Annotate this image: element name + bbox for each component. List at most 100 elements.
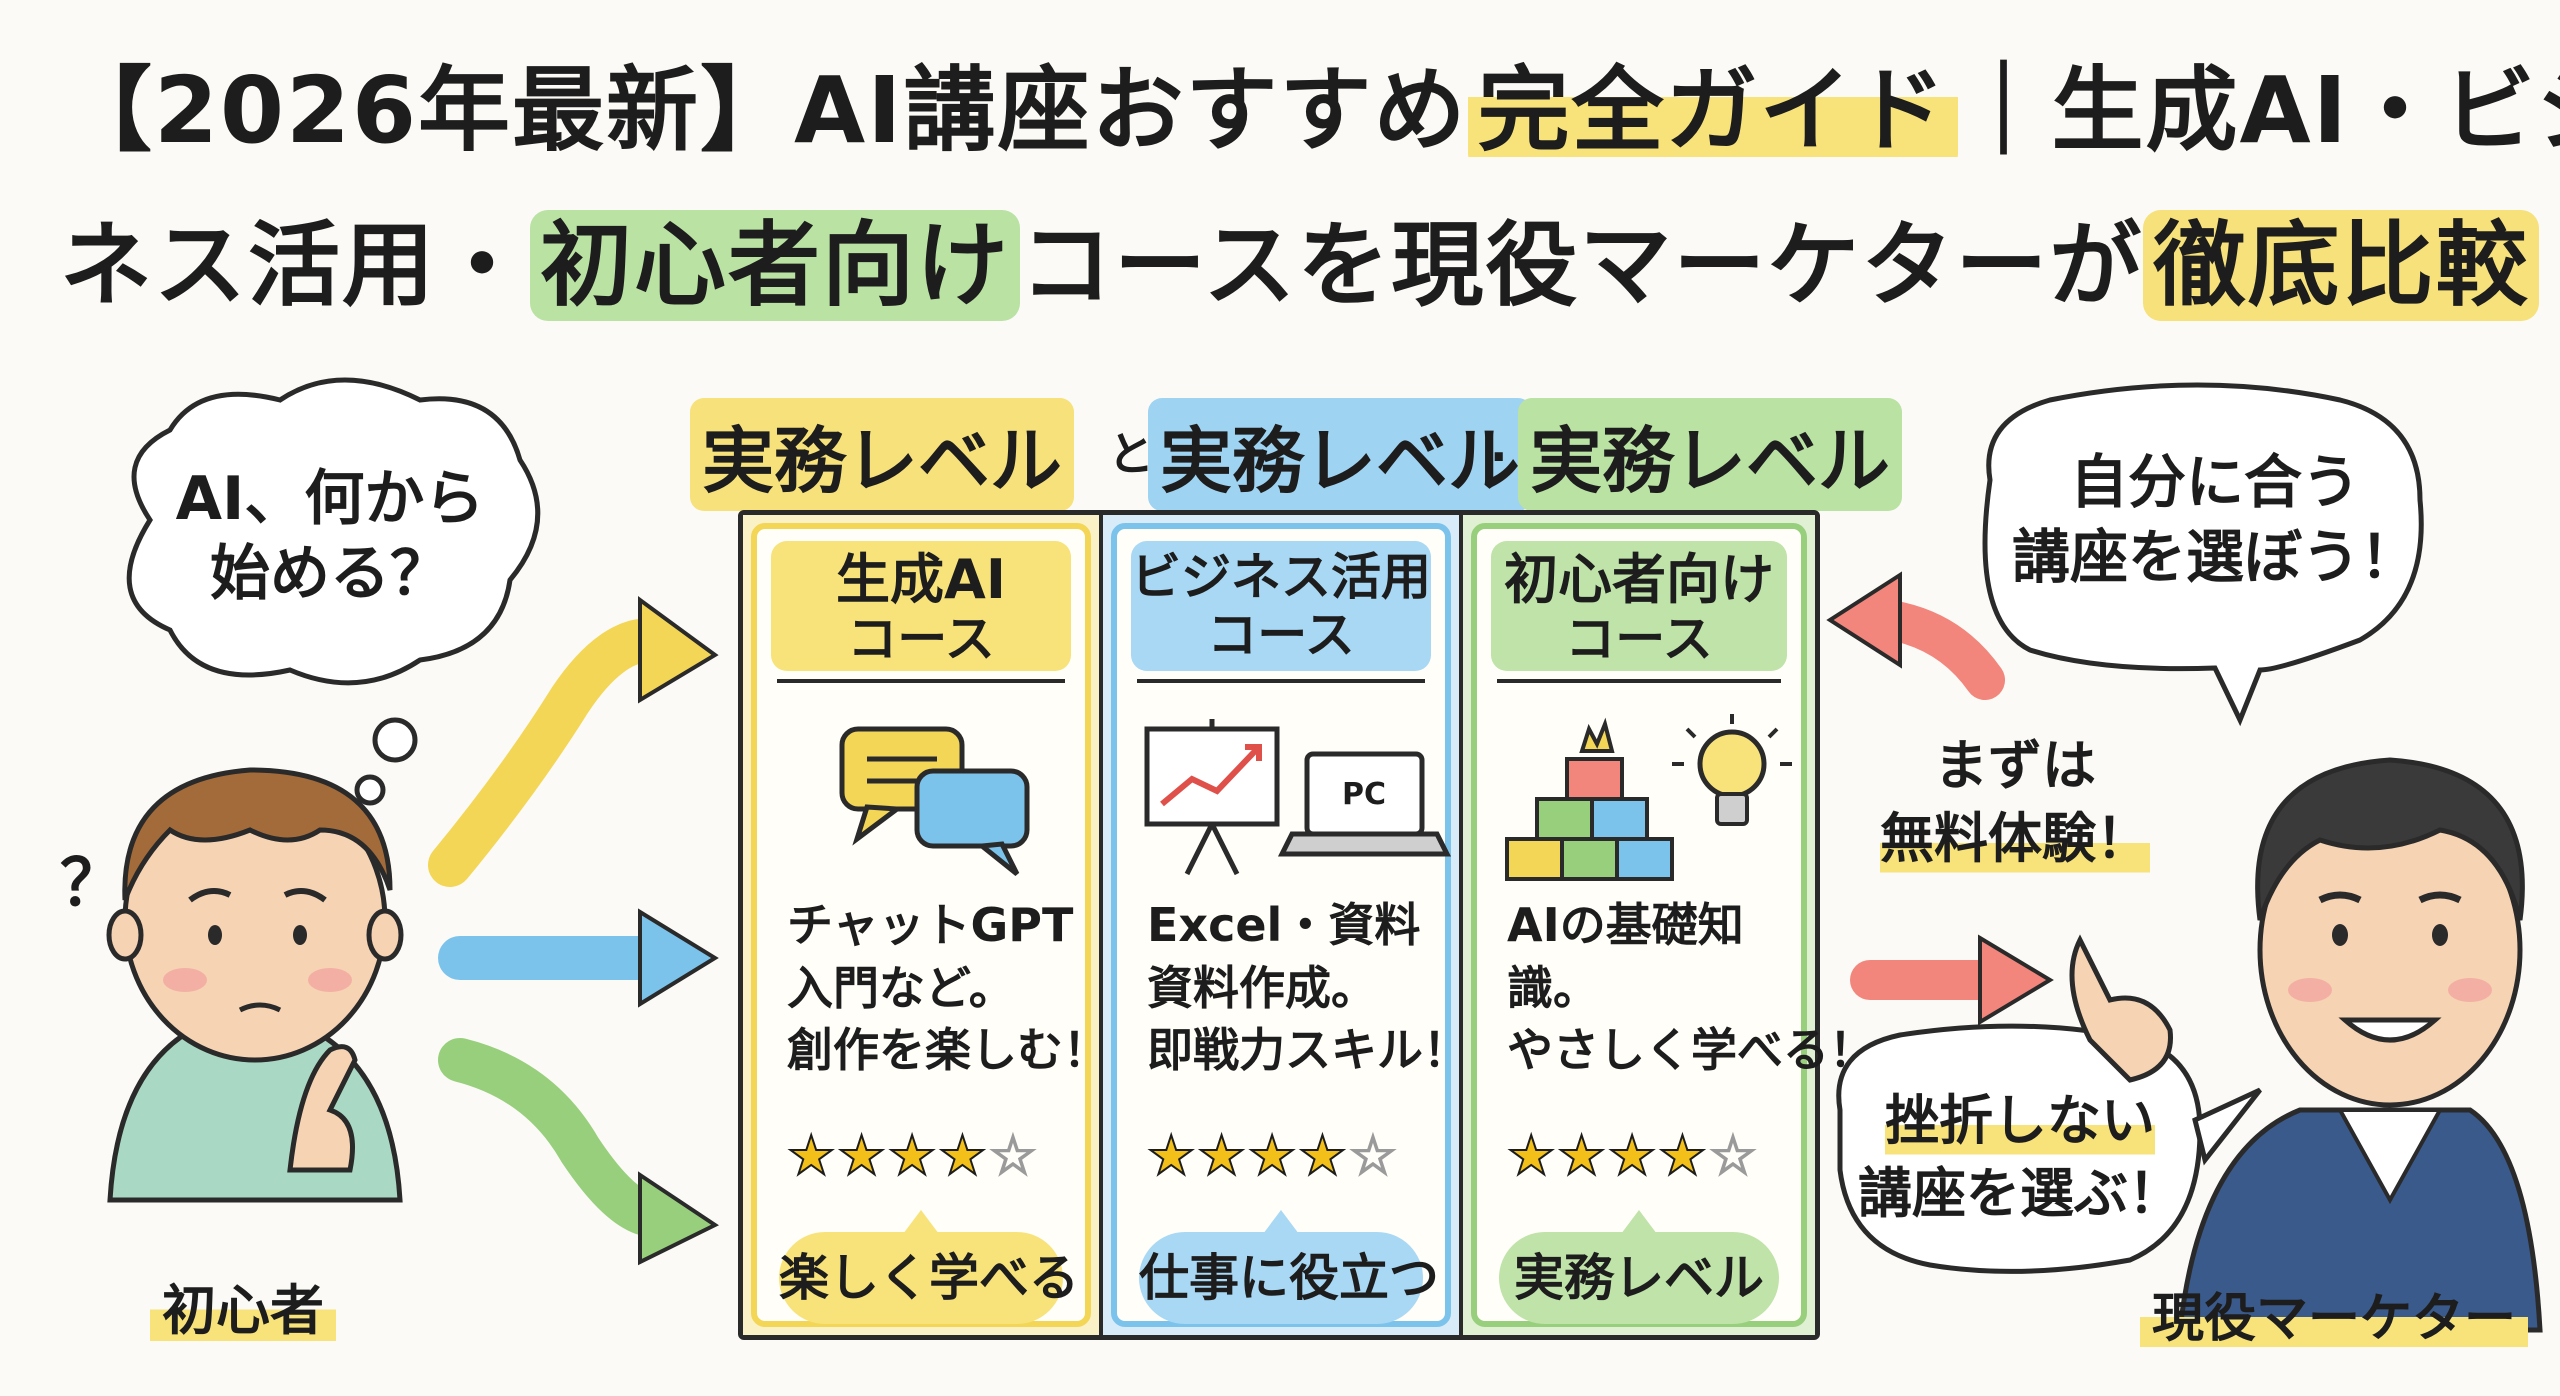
- course-heading-line-1: 初心者向け: [1504, 548, 1774, 611]
- beginner-thought-bubble: [126, 377, 541, 806]
- course-description-line-2: 資料作成。: [1147, 960, 1377, 1015]
- star-filled-icon: ★: [887, 1123, 939, 1188]
- course-description-line-3: やさしく学べる！: [1507, 1023, 1875, 1078]
- star-filled-icon: ★: [786, 1123, 838, 1188]
- course-card-divider: [1137, 679, 1425, 683]
- course-card-frame: 生成AI コース チャットGPT 入門など。 創作を楽しむ！: [751, 523, 1109, 1327]
- course-heading-line-2: コース: [1207, 605, 1355, 664]
- marketer-bubble-2-line-2: 講座を選ぶ！: [1858, 1161, 2182, 1225]
- course-description-line-2: 入門など。: [787, 960, 1015, 1015]
- marketer-bubble-text: 自分に合う 講座を選ぼう！: [2010, 445, 2420, 596]
- star-empty-icon: ☆: [988, 1123, 1040, 1188]
- course-rating: ★★★★☆: [786, 1123, 1075, 1188]
- arrow-to-business: [438, 908, 719, 1008]
- course-description-line-3: 即戦力スキル！: [1147, 1023, 1469, 1078]
- question-mark-icon: ？: [60, 847, 124, 921]
- marketer-bubble-line-1: 自分に合う: [2069, 448, 2360, 516]
- course-description: Excel・資料 資料作成。 即戦力スキル！: [1147, 894, 1469, 1082]
- star-empty-icon: ☆: [1708, 1123, 1760, 1188]
- title-text-1a: 【2026年最新】AI講座おすすめ: [60, 57, 1468, 164]
- course-description-line-3: 創作を楽しむ！: [787, 1023, 1109, 1078]
- course-card-divider: [1497, 679, 1781, 683]
- course-badge-label: 仕事に役立つ: [1139, 1249, 1439, 1307]
- arrow-to-beginner-course: [438, 1038, 719, 1266]
- course-card-business: ビジネス活用 コース PC Excel・資料 資料: [1103, 515, 1469, 1335]
- course-description-line-1: Excel・資料: [1147, 898, 1421, 952]
- star-filled-icon: ★: [1657, 1123, 1709, 1188]
- course-card-frame: 初心者向け コース: [1471, 523, 1875, 1327]
- subheading-conjunction-2: .: [1490, 418, 1508, 472]
- course-description: AIの基礎知 識。 やさしく学べる！: [1507, 894, 1875, 1082]
- title-highlight-1: 完全ガイド: [1467, 55, 1958, 166]
- beginner-bubble-line-2: 始める？: [210, 539, 450, 609]
- star-empty-icon: ☆: [1348, 1123, 1400, 1188]
- course-description: チャットGPT 入門など。 創作を楽しむ！: [787, 894, 1109, 1082]
- free-trial-line-2: 無料体験！: [1880, 802, 2150, 876]
- course-card-heading: 生成AI コース: [771, 541, 1071, 671]
- presentation-laptop-icon: PC: [1117, 709, 1452, 889]
- course-card-heading: 初心者向け コース: [1491, 541, 1787, 671]
- badge-pointer: [1621, 1210, 1657, 1234]
- marketer-bubble-line-2: 講座を選ぼう！: [2011, 523, 2418, 592]
- course-badge-label: 実務レベル: [1514, 1249, 1764, 1307]
- course-card-beginner: 初心者向け コース: [1463, 515, 1875, 1335]
- course-card-frame: ビジネス活用 コース PC Excel・資料 資料: [1111, 523, 1469, 1327]
- marketer-character: [2069, 757, 2543, 1333]
- star-filled-icon: ★: [1607, 1123, 1659, 1188]
- laptop-screen-label: PC: [1342, 777, 1386, 812]
- course-description-line-1: AIの基礎知: [1507, 898, 1744, 952]
- course-description-line-1: チャットGPT: [787, 898, 1074, 952]
- beginner-character: [106, 767, 404, 1203]
- arrow-to-marketer: [1850, 934, 2054, 1026]
- title-highlight-3: 徹底比較: [2143, 210, 2540, 321]
- star-filled-icon: ★: [1506, 1123, 1558, 1188]
- course-rating: ★★★★☆: [1146, 1123, 1435, 1188]
- beginner-bubble-text: AI、何から 始める？: [150, 462, 510, 612]
- star-filled-icon: ★: [836, 1123, 888, 1188]
- course-heading-line-1: 生成AI: [836, 548, 1006, 611]
- subheading: 実務レベル と 実務レベル . 実務レベル: [690, 388, 1903, 511]
- marketer-bubble-2-text: 挫折しない 講座を選ぶ！: [1850, 1085, 2190, 1231]
- badge-pointer: [903, 1210, 939, 1234]
- star-filled-icon: ★: [937, 1123, 989, 1188]
- marketer-bubble-2-line-1: 挫折しない: [1885, 1085, 2155, 1158]
- course-description-line-2: 識。: [1507, 960, 1599, 1015]
- title-text-1b: ｜生成AI・ビジ: [1957, 57, 2560, 164]
- course-badge: 楽しく学べる: [779, 1210, 1079, 1324]
- course-comparison-board: 生成AI コース チャットGPT 入門など。 創作を楽しむ！: [738, 510, 1875, 1340]
- subheading-part-2: 実務レベル: [1148, 398, 1533, 511]
- title-text-2b: コースを現役マーケターが: [1020, 212, 2144, 319]
- title-text-2a: ネス活用・: [60, 212, 531, 319]
- beginner-bubble-line-1: AI、何から: [175, 464, 485, 534]
- course-badge: 実務レベル: [1499, 1210, 1779, 1324]
- title-highlight-2: 初心者向け: [530, 210, 1021, 321]
- subheading-part-1: 実務レベル: [690, 398, 1075, 511]
- star-filled-icon: ★: [1196, 1123, 1248, 1188]
- arrow-back-from-marketer: [1826, 571, 2005, 700]
- star-filled-icon: ★: [1297, 1123, 1349, 1188]
- badge-pointer: [1263, 1210, 1299, 1234]
- marketer-label: 現役マーケター: [2140, 1276, 2529, 1351]
- chat-bubbles-icon: [757, 709, 1085, 889]
- course-card-generative-ai: 生成AI コース チャットGPT 入門など。 創作を楽しむ！: [743, 515, 1109, 1335]
- free-trial-line-1: まずは: [1934, 734, 2096, 797]
- arrow-to-generative-ai: [428, 596, 719, 887]
- course-heading-line-2: コース: [847, 610, 995, 669]
- star-filled-icon: ★: [1556, 1123, 1608, 1188]
- course-badge-label: 楽しく学べる: [779, 1249, 1079, 1307]
- marketer-speech-bubble: [1982, 382, 2424, 727]
- course-badge: 仕事に役立つ: [1139, 1210, 1439, 1324]
- course-card-divider: [777, 679, 1065, 683]
- beginner-label: 初心者: [150, 1266, 336, 1345]
- page-title-line-2: ネス活用・初心者向けコースを現役マーケターが徹底比較: [60, 210, 2540, 321]
- subheading-part-3: 実務レベル: [1518, 398, 1903, 511]
- subheading-conjunction-1: と: [1108, 427, 1154, 481]
- free-trial-callout: まずは 無料体験！: [1850, 730, 2180, 876]
- course-heading-line-1: ビジネス活用: [1131, 548, 1431, 606]
- course-card-heading: ビジネス活用 コース: [1131, 541, 1431, 671]
- star-filled-icon: ★: [1247, 1123, 1299, 1188]
- course-heading-line-2: コース: [1565, 610, 1713, 669]
- course-rating: ★★★★☆: [1506, 1123, 1791, 1188]
